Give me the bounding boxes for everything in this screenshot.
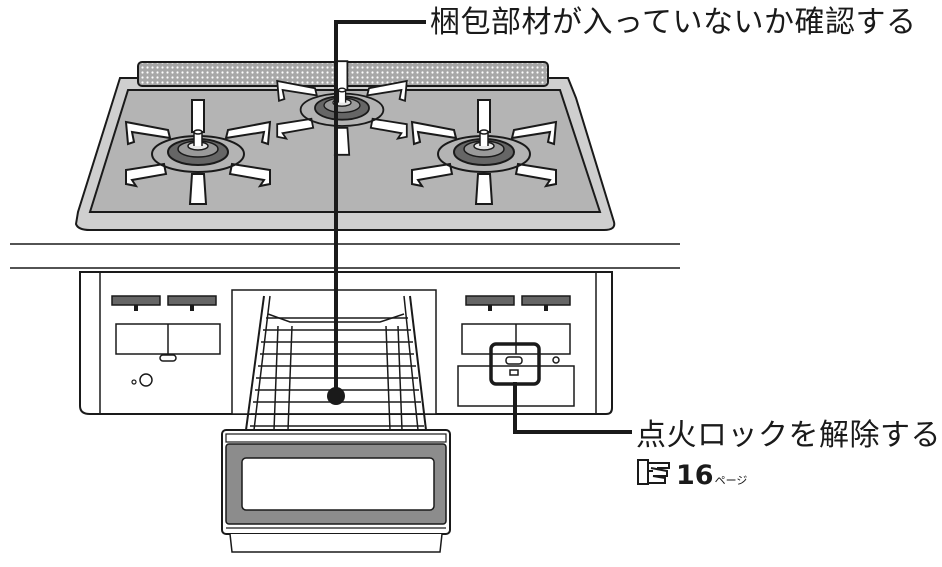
- leader-line-top: [334, 20, 426, 398]
- page-reference-unit: ページ: [714, 474, 748, 487]
- drawer-window: [241, 457, 435, 511]
- ignition-lock-switch[interactable]: [505, 356, 523, 365]
- leader-lines: [327, 20, 632, 434]
- left-control-panel: [111, 295, 221, 387]
- countertop-lines: [10, 243, 680, 269]
- callout-check-packaging: 梱包部材が入っていないか確認する: [430, 5, 917, 40]
- leader-line-bottom: [513, 382, 632, 434]
- page-reference[interactable]: 16 ページ: [636, 457, 747, 489]
- page-reference-number: 16: [676, 460, 714, 491]
- callout-release-ignition-lock: 点火ロックを解除する: [636, 418, 941, 453]
- pointing-hand-reference-icon: [637, 459, 670, 485]
